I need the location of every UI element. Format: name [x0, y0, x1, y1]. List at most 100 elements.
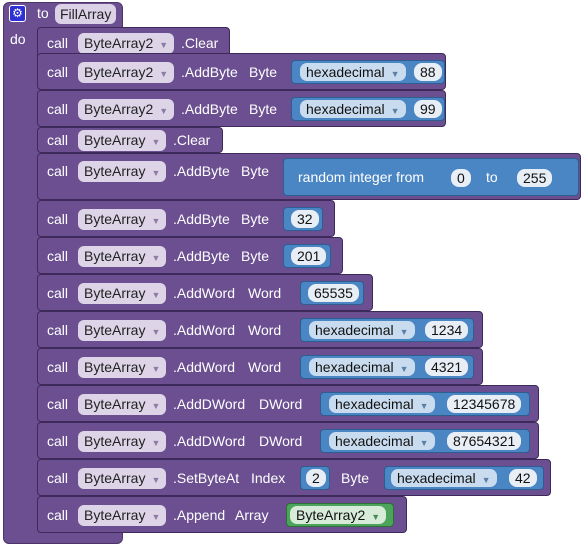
call-block-addbyte[interactable]: call ByteArray2▼ .AddByte Byte hexadecim… — [37, 90, 446, 127]
call-label: call — [47, 211, 69, 227]
call-label: call — [47, 285, 69, 301]
procedure-name[interactable]: FillArray — [55, 4, 117, 24]
chevron-down-icon: ▼ — [159, 40, 169, 50]
component-dropdown[interactable]: ByteArray2▼ — [78, 33, 175, 54]
hex-dropdown[interactable]: hexadecimal▼ — [329, 395, 435, 413]
component-dropdown[interactable]: ByteArray▼ — [78, 431, 167, 452]
chevron-down-icon: ▼ — [151, 475, 161, 485]
method-label: .Clear — [181, 35, 219, 51]
component-dropdown[interactable]: ByteArray▼ — [78, 394, 167, 415]
chevron-down-icon: ▼ — [151, 364, 161, 374]
number-block[interactable]: 65535 — [300, 281, 364, 305]
chevron-down-icon: ▼ — [151, 216, 161, 226]
param-label: Byte — [241, 163, 270, 179]
number-field[interactable]: 201 — [291, 247, 327, 265]
hex-dropdown[interactable]: hexadecimal▼ — [309, 321, 415, 339]
hex-dropdown[interactable]: hexadecimal▼ — [329, 432, 435, 450]
number-block[interactable]: 201 — [283, 244, 331, 268]
component-dropdown[interactable]: ByteArray▼ — [78, 130, 167, 151]
component-dropdown[interactable]: ByteArray▼ — [78, 357, 167, 378]
hexadecimal-block[interactable]: hexadecimal▼ 1234 — [300, 318, 474, 342]
chevron-down-icon: ▼ — [390, 106, 400, 116]
chevron-down-icon: ▼ — [151, 168, 161, 178]
number-field[interactable]: 99 — [414, 100, 442, 118]
call-block-addbyte[interactable]: call ByteArray▼ .AddByte Byte 201 — [37, 237, 343, 274]
method-label: .AddByte — [173, 248, 230, 264]
param-label: Byte — [249, 64, 278, 80]
chevron-down-icon: ▼ — [419, 438, 429, 448]
gear-icon[interactable]: ⚙ — [9, 5, 26, 22]
component-dropdown[interactable]: ByteArray2▼ — [78, 99, 175, 120]
chevron-down-icon: ▼ — [371, 512, 381, 522]
hexadecimal-block[interactable]: hexadecimal▼ 42 — [384, 466, 544, 490]
hex-dropdown[interactable]: hexadecimal▼ — [300, 63, 406, 81]
component-dropdown[interactable]: ByteArray▼ — [78, 283, 167, 304]
from-field[interactable]: 0 — [451, 169, 471, 187]
call-block-adddword[interactable]: call ByteArray▼ .AddDWord DWord hexadeci… — [37, 385, 539, 422]
method-label: .AddWord — [173, 322, 235, 338]
component-dropdown[interactable]: ByteArray▼ — [78, 505, 167, 526]
index-field[interactable]: 2 — [306, 469, 326, 487]
param-label: Array — [235, 507, 269, 523]
chevron-down-icon: ▼ — [151, 253, 161, 263]
call-block-append[interactable]: call ByteArray▼ .Append Array ByteArray2… — [37, 496, 407, 533]
method-label: .AddWord — [173, 285, 235, 301]
call-block-setbyteat[interactable]: call ByteArray▼ .SetByteAt Index 2 Byte … — [37, 459, 551, 496]
number-field[interactable]: 88 — [414, 63, 442, 81]
method-label: .AddByte — [173, 163, 230, 179]
to-label: to — [486, 169, 498, 185]
hex-dropdown[interactable]: hexadecimal▼ — [309, 358, 415, 376]
call-block-addword[interactable]: call ByteArray▼ .AddWord Word hexadecima… — [37, 348, 483, 385]
method-label: .AddDWord — [173, 396, 246, 412]
chevron-down-icon: ▼ — [151, 290, 161, 300]
component-value-dropdown[interactable]: ByteArray2▼ — [290, 506, 387, 524]
param-label: DWord — [259, 433, 303, 449]
random-integer-block[interactable]: random integer from 0 to 255 — [283, 158, 579, 196]
component-dropdown[interactable]: ByteArray▼ — [78, 209, 167, 230]
hexadecimal-block[interactable]: hexadecimal▼ 87654321 — [320, 429, 530, 453]
call-label: call — [47, 248, 69, 264]
hexadecimal-block[interactable]: hexadecimal▼ 88 — [291, 60, 445, 84]
hex-dropdown[interactable]: hexadecimal▼ — [300, 100, 406, 118]
component-dropdown[interactable]: ByteArray▼ — [78, 246, 167, 267]
call-block-adddword[interactable]: call ByteArray▼ .AddDWord DWord hexadeci… — [37, 422, 539, 459]
number-field[interactable]: 4321 — [425, 358, 469, 376]
chevron-down-icon: ▼ — [399, 364, 409, 374]
component-dropdown[interactable]: ByteArray▼ — [78, 161, 167, 182]
number-field[interactable]: 12345678 — [447, 395, 522, 413]
hex-dropdown[interactable]: hexadecimal▼ — [391, 469, 497, 487]
number-field[interactable]: 1234 — [425, 321, 469, 339]
component-dropdown[interactable]: ByteArray▼ — [78, 468, 167, 489]
component-dropdown[interactable]: ByteArray▼ — [78, 320, 167, 341]
component-block[interactable]: ByteArray2▼ — [286, 503, 394, 527]
number-block[interactable]: 2 — [300, 466, 330, 490]
call-block-addbyte[interactable]: call ByteArray▼ .AddByte Byte 32 — [37, 200, 335, 237]
param2-label: Byte — [341, 470, 370, 486]
call-block-addword[interactable]: call ByteArray▼ .AddWord Word hexadecima… — [37, 311, 483, 348]
to-field[interactable]: 255 — [517, 169, 553, 187]
hexadecimal-block[interactable]: hexadecimal▼ 99 — [291, 97, 445, 121]
hexadecimal-block[interactable]: hexadecimal▼ 4321 — [300, 355, 474, 379]
chevron-down-icon: ▼ — [151, 137, 161, 147]
number-block[interactable]: 32 — [283, 207, 323, 231]
call-block-clear[interactable]: call ByteArray▼ .Clear — [37, 127, 223, 153]
method-label: .AddWord — [173, 359, 235, 375]
call-block-addbyte[interactable]: call ByteArray2▼ .AddByte Byte hexadecim… — [37, 53, 446, 90]
call-block-addbyte-random[interactable]: call ByteArray▼ .AddByte Byte random int… — [37, 153, 581, 200]
param-label: Index — [251, 470, 286, 486]
chevron-down-icon: ▼ — [151, 401, 161, 411]
chevron-down-icon: ▼ — [390, 69, 400, 79]
chevron-down-icon: ▼ — [159, 69, 169, 79]
method-label: .SetByteAt — [173, 470, 240, 486]
method-label: .Clear — [173, 132, 211, 148]
hexadecimal-block[interactable]: hexadecimal▼ 12345678 — [320, 392, 530, 416]
number-field[interactable]: 32 — [291, 210, 319, 228]
param-label: DWord — [259, 396, 303, 412]
number-field[interactable]: 42 — [509, 469, 537, 487]
call-block-addword[interactable]: call ByteArray▼ .AddWord Word 65535 — [37, 274, 373, 311]
param-label: Word — [248, 322, 282, 338]
number-field[interactable]: 65535 — [308, 284, 359, 302]
number-field[interactable]: 87654321 — [447, 432, 522, 450]
component-dropdown[interactable]: ByteArray2▼ — [78, 62, 175, 83]
random-label: random integer from — [298, 169, 425, 185]
